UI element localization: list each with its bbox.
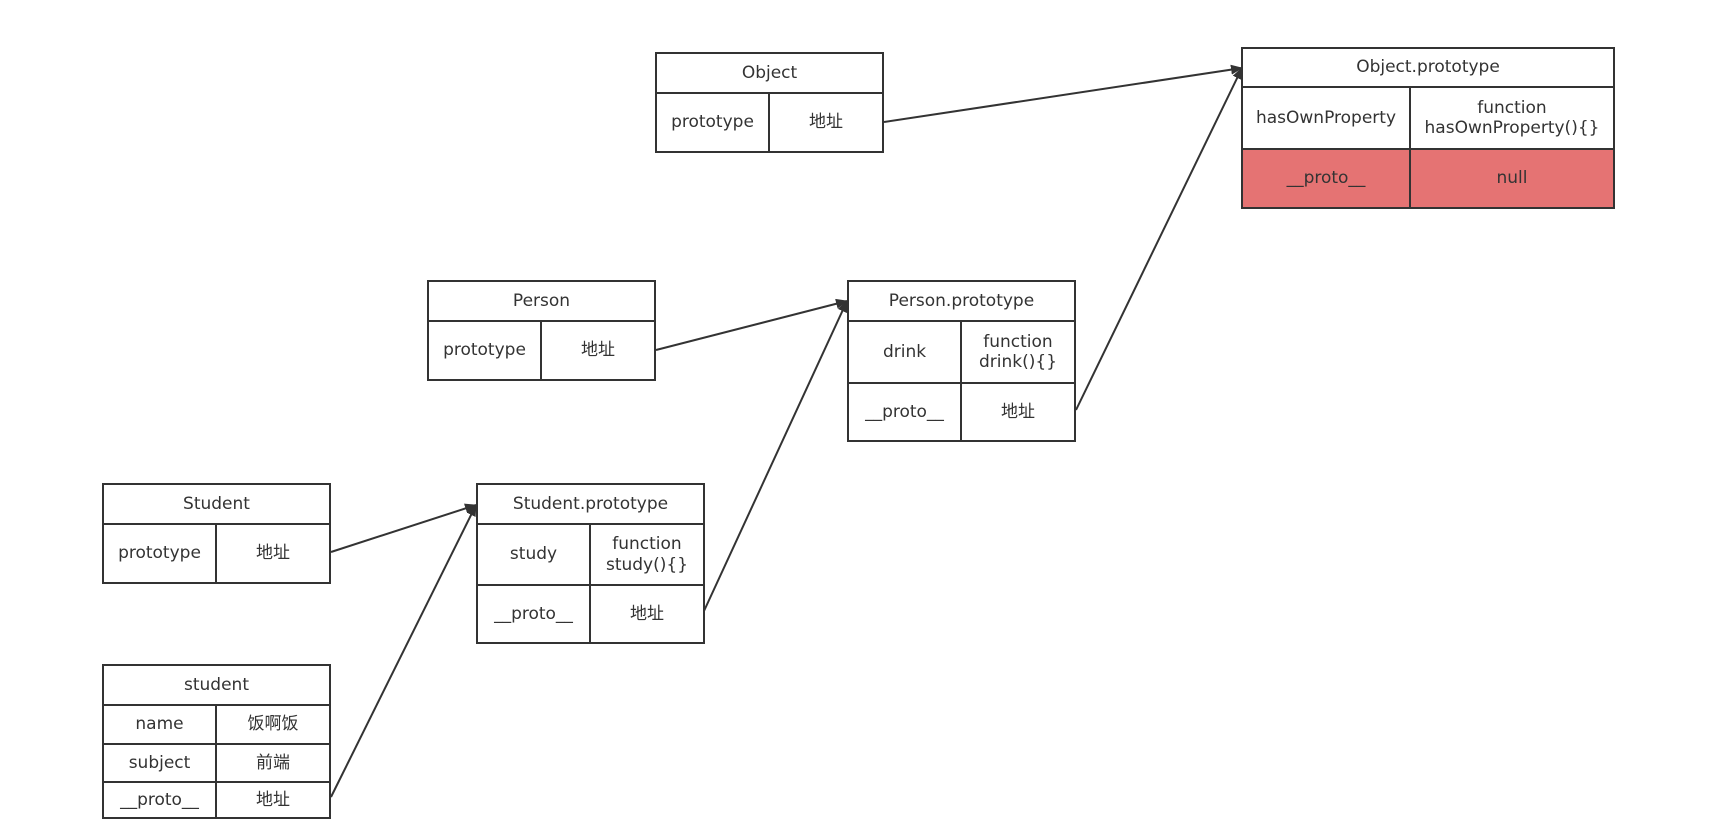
person-prototype-drink-value: function drink(){}: [978, 331, 1058, 372]
student-instance-subject-key: subject: [104, 743, 217, 781]
person-prototype-drink-key: drink: [849, 322, 962, 382]
student-instance-name-value: 饭啊饭: [247, 714, 299, 735]
student-prototype-study-key: study: [478, 525, 591, 584]
student-prototype-proto-value: 地址: [591, 584, 703, 642]
object-prototype-proto-key: __proto__: [1243, 148, 1411, 207]
student-constructor-title: Student: [104, 485, 329, 525]
student-prototype-box: Student.prototype study function study()…: [476, 483, 705, 644]
student-instance-title: student: [104, 666, 329, 706]
student-instance-proto-key: __proto__: [104, 781, 217, 817]
person-prototype-proto-value: 地址: [962, 382, 1074, 440]
person-prototype-box: Person.prototype drink function drink(){…: [847, 280, 1076, 442]
object-prototype-key: prototype: [657, 94, 770, 151]
arrow-student-to-student-prototype: [330, 503, 477, 553]
student-prototype-proto-key: __proto__: [478, 584, 591, 642]
student-constructor-prototype-key: prototype: [104, 525, 217, 582]
person-prototype-key: prototype: [429, 322, 542, 379]
object-prototype-proto-value: null: [1411, 148, 1613, 207]
arrow-person-to-person-prototype: [655, 298, 848, 351]
arrow-person-prototype-to-object-prototype: [1075, 67, 1243, 411]
object-box: Object prototype 地址: [655, 52, 884, 153]
student-prototype-study-value: function study(){}: [605, 534, 689, 575]
student-constructor-box: Student prototype 地址: [102, 483, 331, 584]
object-title: Object: [657, 54, 882, 94]
object-prototype-box: Object.prototype hasOwnProperty function…: [1241, 47, 1615, 209]
student-constructor-prototype-value: 地址: [256, 543, 290, 564]
person-box: Person prototype 地址: [427, 280, 656, 381]
student-prototype-title: Student.prototype: [478, 485, 703, 525]
student-instance-name-key: name: [104, 706, 217, 743]
arrow-object-to-object-prototype: [883, 64, 1243, 123]
student-instance-subject-value: 前端: [217, 743, 329, 781]
person-prototype-title: Person.prototype: [849, 282, 1074, 322]
student-instance-box: student name 饭啊饭 subject 前端 __proto__ 地址: [102, 664, 331, 819]
object-prototype-value: 地址: [809, 112, 843, 133]
person-prototype-proto-key: __proto__: [849, 382, 962, 440]
object-prototype-hasownproperty-key: hasOwnProperty: [1243, 88, 1411, 148]
arrow-student-prototype-to-person-prototype: [703, 300, 848, 612]
arrow-student-instance-to-student-prototype: [330, 504, 477, 798]
student-instance-proto-value: 地址: [217, 781, 329, 817]
object-prototype-title: Object.prototype: [1243, 49, 1613, 88]
person-title: Person: [429, 282, 654, 322]
person-prototype-value: 地址: [581, 340, 615, 361]
object-prototype-hasownproperty-value: function hasOwnProperty(){}: [1424, 97, 1600, 138]
